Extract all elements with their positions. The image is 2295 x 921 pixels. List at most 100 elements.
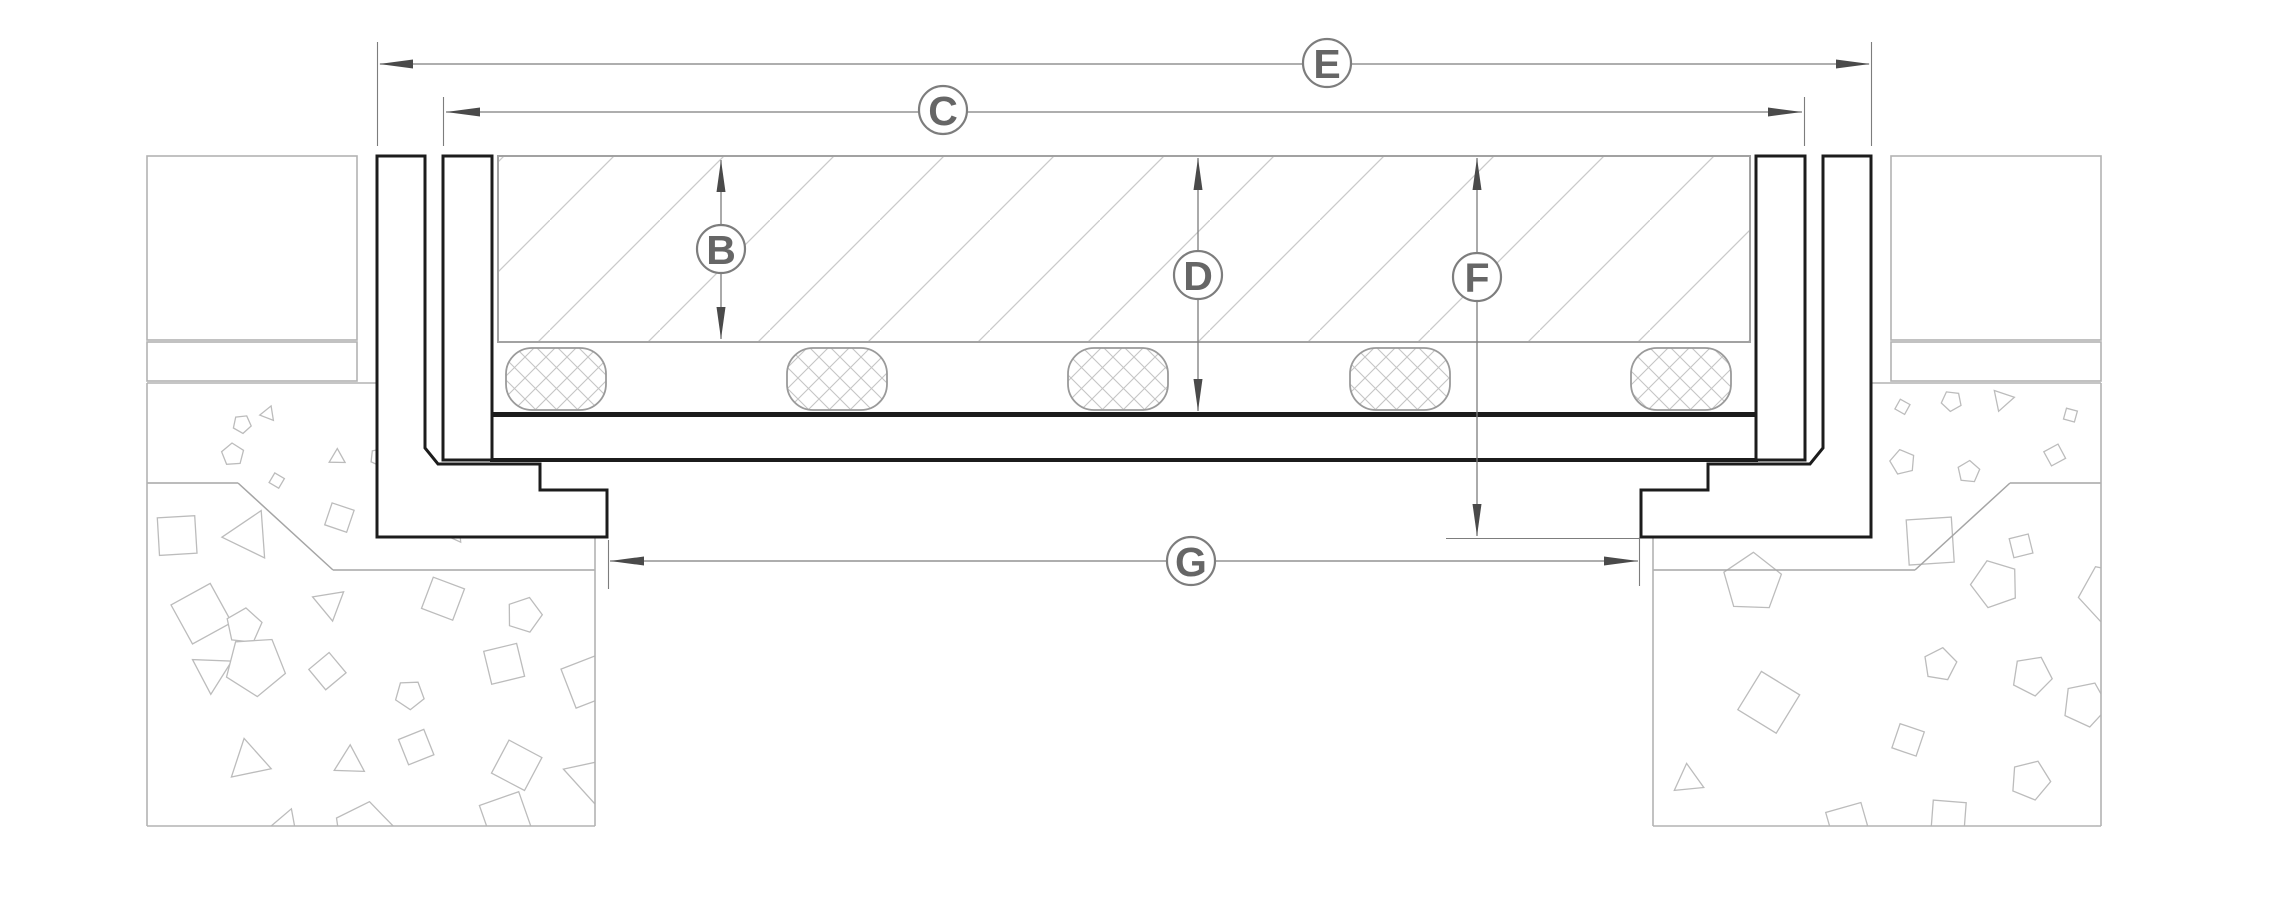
gasket-3	[1067, 347, 1169, 411]
gasket-1	[505, 347, 607, 411]
aggregate-speckle	[323, 502, 355, 534]
arrowhead	[1604, 556, 1638, 566]
aggregate-speckle	[1891, 722, 1926, 757]
mesh-strip-right	[1890, 341, 2102, 382]
aggregate-speckle	[1969, 560, 2016, 609]
aggregate-speckle	[162, 828, 221, 887]
aggregate-speckle	[2082, 825, 2101, 826]
arrowhead	[610, 556, 644, 566]
aggregate-speckle	[1924, 646, 1958, 681]
arrowhead	[1193, 158, 1203, 190]
aggregate-speckle	[1894, 398, 1911, 416]
aggregate-speckle	[307, 651, 348, 691]
aggregate-speckle	[2064, 682, 2101, 728]
aggregate-speckle	[1736, 670, 1801, 735]
dimension-label-C	[917, 84, 969, 136]
steel-frame	[375, 154, 1873, 539]
aggregate-speckle	[1727, 825, 1785, 826]
arrowhead	[379, 59, 413, 69]
aggregate-speckle	[508, 596, 544, 633]
aggregate-speckle	[2008, 533, 2034, 559]
tray-channel-left	[441, 154, 494, 462]
arrowhead	[1472, 158, 1482, 190]
outer-angle-right	[1639, 154, 1873, 539]
arrowhead	[1768, 107, 1802, 117]
wall-block-right	[1890, 155, 2102, 382]
wall-hatch-right	[1890, 155, 2102, 341]
arrowhead	[716, 307, 726, 339]
arrowhead	[1836, 59, 1870, 69]
aggregate-speckle	[2113, 469, 2130, 486]
arrowhead	[1472, 504, 1482, 536]
gasket-4	[1349, 347, 1451, 411]
dimension-label-F	[1451, 251, 1503, 303]
dimension-letter-G: G	[1175, 539, 1207, 585]
gasket-5	[1630, 347, 1732, 411]
mesh-strip-left	[146, 341, 358, 382]
aggregate-speckle	[226, 607, 263, 643]
gasket-seals	[505, 347, 1732, 411]
aggregate-speckle	[220, 509, 266, 559]
cover-infill-slab	[497, 155, 1751, 343]
tray-channel-right	[1754, 154, 1807, 462]
dimension-E: E	[376, 37, 1873, 146]
dimension-letter-B: B	[706, 227, 736, 273]
excavation-joint-right	[1653, 482, 2101, 571]
aggregate-speckle	[420, 576, 466, 622]
dimension-letter-D: D	[1183, 253, 1213, 299]
aggregate-speckle	[394, 681, 425, 711]
arrowhead	[1193, 379, 1203, 411]
aggregate-speckle	[562, 757, 595, 809]
aggregate-speckle	[220, 442, 245, 465]
aggregate-speckle	[225, 638, 287, 698]
aggregate-speckle	[1888, 448, 1915, 475]
aggregate-speckle	[1930, 799, 1967, 826]
aggregate-speckle	[333, 743, 366, 773]
aggregate-speckle	[1940, 391, 1962, 413]
dimension-F: F	[1446, 158, 1640, 540]
aggregate-speckle	[378, 844, 424, 886]
aggregate-speckle	[191, 658, 233, 696]
dimension-G: G	[607, 535, 1641, 589]
aggregate-speckle	[2012, 656, 2053, 697]
dimension-C: C	[442, 84, 1806, 146]
concrete-base-left	[146, 382, 596, 887]
aggregate-speckle	[1723, 551, 1783, 609]
concrete-outline-left	[146, 382, 596, 827]
aggregate-speckle	[1673, 762, 1705, 792]
outer-angle-left	[375, 154, 609, 539]
aggregate-speckle	[2077, 565, 2101, 624]
dimension-letter-F: F	[1464, 255, 1489, 301]
wall-hatch-left	[146, 155, 358, 341]
concrete-outline-right	[1652, 382, 2102, 827]
aggregate-speckle	[2012, 760, 2052, 801]
aggregate-speckle	[482, 642, 526, 685]
aggregate-speckle	[2062, 407, 2079, 423]
aggregate-speckle	[1957, 459, 1981, 483]
gasket-2	[786, 347, 888, 411]
aggregate-speckle	[268, 472, 286, 490]
aggregate-speckle	[258, 404, 275, 422]
aggregate-speckle	[230, 737, 273, 778]
excavation-joint-left	[147, 482, 595, 571]
dimension-label-D	[1172, 249, 1224, 301]
aggregate-speckle	[156, 515, 198, 557]
aggregate-speckle	[335, 800, 396, 826]
dimension-letter-E: E	[1313, 41, 1340, 87]
dimension-label-G	[1165, 535, 1217, 587]
wall-block-left	[146, 155, 358, 382]
infill-hatch	[497, 155, 1751, 343]
aggregate-speckle	[478, 790, 534, 826]
dimension-B: B	[695, 160, 747, 339]
arrowhead	[716, 160, 726, 192]
aggregate-speckle	[311, 590, 345, 623]
aggregate-speckle	[1905, 516, 1955, 566]
aggregate-speckle	[328, 447, 347, 464]
aggregate-speckle	[397, 728, 435, 766]
aggregate-speckle	[1993, 389, 2016, 413]
aggregate-speckle	[232, 415, 252, 435]
dimension-letter-C: C	[928, 88, 958, 134]
arrowhead	[446, 107, 480, 117]
